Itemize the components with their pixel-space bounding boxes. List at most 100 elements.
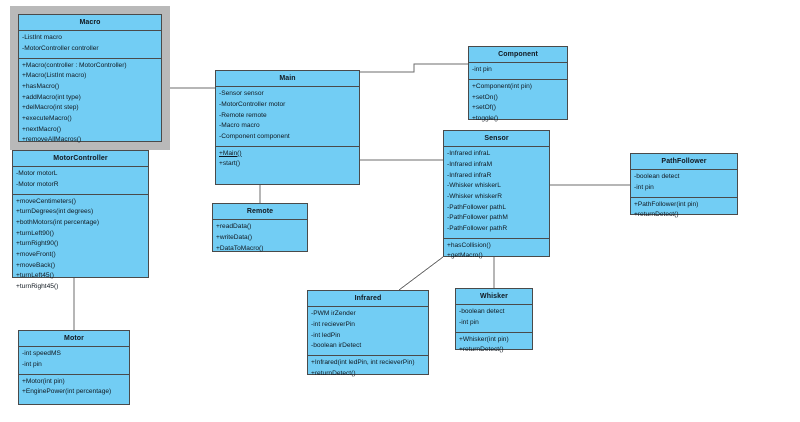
uml-method: +returnDetect() <box>311 369 356 377</box>
uml-attribute: -boolean detect <box>634 173 680 181</box>
uml-method: +delMacro(int step) <box>22 104 79 112</box>
uml-method: +addMacro(int type) <box>22 93 81 101</box>
uml-attribute: -MotorController motor <box>219 101 286 108</box>
uml-method: +turnRight45() <box>16 283 59 291</box>
uml-attribute-compartment: -boolean detect -int pin <box>456 305 532 333</box>
uml-method-compartment: +hasCollision() +getMacro() <box>444 239 549 265</box>
uml-class-title: MotorController <box>13 151 148 168</box>
uml-class-main[interactable]: Main-Sensor sensor-MotorController motor… <box>215 70 360 185</box>
uml-method: +Infrared(int ledPin, int recieverPin) <box>311 359 415 367</box>
uml-class-motor[interactable]: Motor -int speedMS -int pin +Motor(int pin)… <box>18 330 130 405</box>
uml-method: +hasMacro() <box>22 83 60 91</box>
uml-class-title: Sensor <box>444 131 549 148</box>
uml-attribute: -Remote remote <box>219 111 267 119</box>
uml-method: +turnDegrees(int degrees) <box>16 208 94 216</box>
uml-attribute: -Motor motorL <box>16 170 58 178</box>
uml-class-title: Macro <box>19 15 161 32</box>
uml-method: +turnLeft45() <box>16 272 54 280</box>
uml-method: +bothMotors(int percentage) <box>16 219 100 227</box>
uml-class-component[interactable]: Component -int pin +Component(int pin) +set… <box>468 46 568 122</box>
uml-attribute: -boolean detect <box>459 308 505 316</box>
uml-attribute: -int pin <box>634 184 654 191</box>
uml-method: +hasCollision() <box>447 241 491 249</box>
uml-attribute: -MotorController controller <box>22 45 99 52</box>
uml-method-compartment: +Component(int pin) +setOn() +setOf() +togg… <box>469 80 567 128</box>
uml-method: +Main() <box>219 149 242 157</box>
uml-class-title: Whisker <box>456 289 532 306</box>
uml-method: +moveCentimeters() <box>16 197 76 205</box>
uml-method: +turnLeft90() <box>16 229 54 237</box>
uml-method: +turnRight90() <box>16 240 59 248</box>
uml-attribute: -int pin <box>472 66 492 74</box>
uml-method: +nextMacro() <box>22 125 62 133</box>
uml-method: +returnDetect() <box>634 211 679 219</box>
uml-attribute-compartment: -PWM irZender -int recieverPin -int ledPin… <box>308 307 428 357</box>
uml-attribute: -Macro macro <box>219 122 260 130</box>
uml-attribute: -Infrared infraR <box>447 171 492 179</box>
uml-attribute-compartment: -ListInt macro -MotorController controlle… <box>19 31 161 59</box>
uml-method: +EnginePower(int percentage) <box>22 388 112 396</box>
uml-method-compartment: +Macro(controller : MotorController) +Mac… <box>19 59 161 149</box>
uml-method: +setOn() <box>472 93 498 101</box>
uml-attribute-compartment: -Sensor sensor-MotorController motor-Rem… <box>216 87 359 147</box>
uml-method: +setOf() <box>472 104 496 112</box>
uml-method-compartment: +Main() +start() <box>216 147 359 173</box>
uml-method: +moveBack() <box>16 261 56 269</box>
uml-attribute: -boolean irDetect <box>311 342 362 350</box>
uml-class-infrared[interactable]: Infrared -PWM irZender -int recieverPin -in… <box>307 290 429 377</box>
uml-method-compartment: +readData() +writeData() +DataToMacro() <box>213 220 307 257</box>
uml-attribute: -Infrared infraL <box>447 150 491 158</box>
uml-method: +Component(int pin) <box>472 83 532 90</box>
uml-method: +readData() <box>216 223 252 231</box>
uml-method: +Macro(ListInt macro) <box>22 72 87 80</box>
uml-class-macro[interactable]: Macro -ListInt macro -MotorController cont… <box>18 14 162 143</box>
uml-attribute: -int speedMS <box>22 350 61 358</box>
uml-attribute: -Infrared infraM <box>447 161 493 168</box>
uml-class-title: Motor <box>19 331 129 348</box>
uml-method-compartment: +PathFollower(int pin) +returnDetect() <box>631 198 737 224</box>
uml-class-title: Component <box>469 47 567 64</box>
uml-method: +start() <box>219 160 241 168</box>
uml-attribute: -int recieverPin <box>311 321 355 328</box>
uml-attribute: -PathFollower pathM <box>447 214 508 222</box>
uml-attribute-compartment: -Motor motorL -Motor motorR <box>13 167 148 195</box>
uml-method: +returnDetect() <box>459 346 504 354</box>
uml-attribute-compartment: -boolean detect -int pin <box>631 170 737 198</box>
uml-attribute: -ListInt macro <box>22 34 62 42</box>
uml-method: +PathFollower(int pin) <box>634 200 699 208</box>
connector-sensor-infrared <box>398 256 444 291</box>
uml-attribute: -PWM irZender <box>311 310 356 318</box>
uml-method-compartment: +moveCentimeters() +turnDegrees(int degre… <box>13 195 148 296</box>
uml-class-title: Main <box>216 71 359 88</box>
uml-class-title: Remote <box>213 204 307 221</box>
uml-method: +Macro(controller : MotorController) <box>22 61 127 69</box>
uml-method: +moveFront() <box>16 251 56 259</box>
uml-attribute: -Motor motorR <box>16 181 59 188</box>
uml-method: +Motor(int pin) <box>22 377 65 385</box>
uml-class-motorcontroller[interactable]: MotorController-Motor motorL-Motor motor… <box>12 150 149 290</box>
uml-method: +getMacro() <box>447 252 483 260</box>
uml-class-title: Infrared <box>308 291 428 308</box>
uml-attribute: -Whisker whiskerR <box>447 193 502 201</box>
uml-attribute: -int pin <box>22 361 42 368</box>
uml-method: +toggle() <box>472 115 499 123</box>
uml-class-remote[interactable]: Remote +readData() +writeData() +DataToMacr… <box>212 203 308 252</box>
uml-attribute: -Component component <box>219 133 290 141</box>
uml-class-title: PathFollower <box>631 154 737 171</box>
uml-method: +DataToMacro() <box>216 244 264 252</box>
uml-method: +Whisker(int pin) <box>459 335 509 343</box>
uml-method-compartment: +Whisker(int pin) +returnDetect() <box>456 333 532 359</box>
uml-class-pathfollower[interactable]: PathFollower -boolean detect -int pin +Path… <box>630 153 738 218</box>
uml-class-whisker[interactable]: Whisker -boolean detect -int pin +Whisker(i… <box>455 288 533 353</box>
uml-method: +removeAllMacros() <box>22 136 82 144</box>
connector-main-component <box>360 63 468 73</box>
uml-attribute: -int ledPin <box>311 331 341 339</box>
uml-class-sensor[interactable]: Sensor -Infrared infraL -Infrared infraM -I… <box>443 130 550 259</box>
uml-method: +writeData() <box>216 234 253 241</box>
uml-method-compartment: +Infrared(int ledPin, int recieverPin) +r… <box>308 356 428 382</box>
uml-attribute: -Whisker whiskerL <box>447 182 501 190</box>
uml-attribute: -PathFollower pathR <box>447 225 508 233</box>
uml-method-compartment: +Motor(int pin) +EnginePower(int percenta… <box>19 375 129 401</box>
uml-attribute: -int pin <box>459 319 479 326</box>
